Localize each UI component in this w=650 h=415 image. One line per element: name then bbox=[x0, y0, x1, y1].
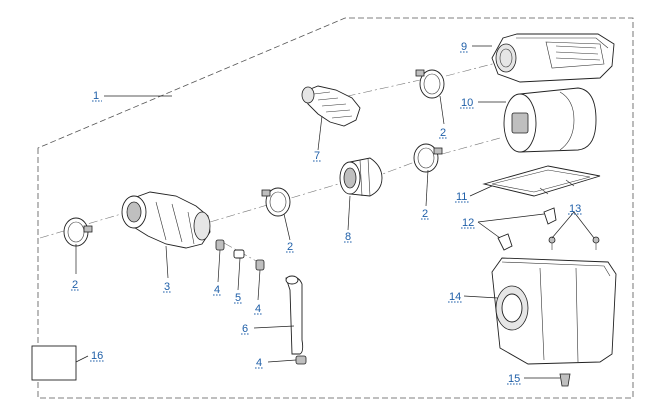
callout-6: 6 bbox=[242, 323, 248, 335]
air-box-base bbox=[491, 257, 617, 365]
intake-duct bbox=[121, 191, 211, 249]
intake-bellows bbox=[301, 85, 361, 127]
leader-lines bbox=[75, 45, 595, 379]
connector bbox=[497, 207, 557, 251]
callout-15: 15 bbox=[508, 373, 520, 385]
callout-9: 9 bbox=[461, 41, 467, 53]
callout-5: 5 bbox=[235, 292, 241, 304]
callout-13: 13 bbox=[569, 203, 581, 215]
callout-4: 4 bbox=[256, 357, 262, 369]
callout-11: 11 bbox=[456, 191, 467, 203]
hose-clamp bbox=[413, 143, 443, 173]
callouts: 1 2 2 2 2 3 4 4 4 5 6 7 8 9 10 11 12 bbox=[71, 41, 582, 385]
coupler bbox=[339, 157, 383, 197]
callout-10: 10 bbox=[461, 97, 473, 109]
callout-2: 2 bbox=[422, 208, 428, 220]
screw bbox=[548, 236, 600, 250]
filter-element bbox=[503, 87, 597, 153]
breather-hose bbox=[285, 275, 304, 355]
small-clamp bbox=[255, 259, 265, 271]
label-sticker bbox=[31, 345, 77, 381]
callout-4: 4 bbox=[214, 284, 220, 296]
callout-2: 2 bbox=[72, 279, 78, 291]
hose-clamp bbox=[261, 187, 291, 217]
callout-16: 16 bbox=[91, 350, 103, 362]
callout-8: 8 bbox=[345, 231, 351, 243]
callout-4: 4 bbox=[255, 303, 261, 315]
small-clamp bbox=[295, 355, 307, 365]
callout-14: 14 bbox=[449, 291, 461, 303]
hose-clamp bbox=[415, 69, 445, 99]
gasket bbox=[482, 165, 601, 197]
air-box-cover bbox=[491, 33, 615, 83]
callout-1: 1 bbox=[93, 90, 99, 102]
hose-clamp bbox=[63, 217, 93, 247]
drain-plug bbox=[559, 373, 571, 387]
callout-2: 2 bbox=[287, 241, 293, 253]
callout-12: 12 bbox=[462, 217, 474, 229]
callout-7: 7 bbox=[314, 150, 320, 162]
callout-2: 2 bbox=[440, 127, 446, 139]
fitting bbox=[233, 249, 245, 259]
small-clamp bbox=[215, 239, 225, 251]
callout-3: 3 bbox=[164, 281, 170, 293]
